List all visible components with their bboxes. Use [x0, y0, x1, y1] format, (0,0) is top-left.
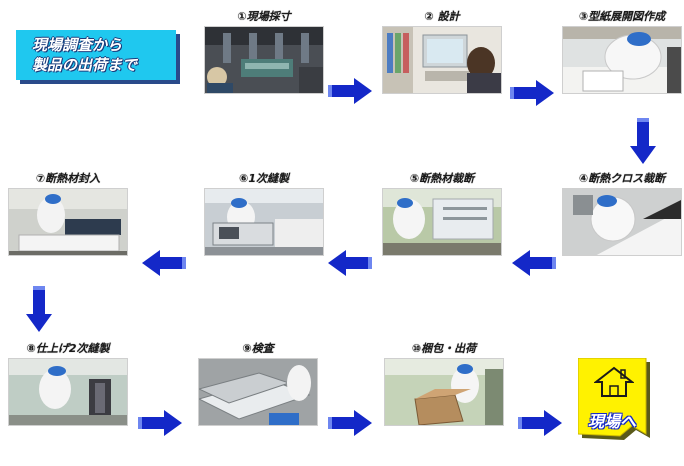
arrow-down-2-icon: [26, 286, 52, 332]
title-line-1: 現場調査から: [32, 36, 123, 54]
arrow-left-3-icon: [142, 250, 186, 276]
step-10-label: ⑩梱包・出荷: [411, 342, 477, 355]
step-8-label: ⑧仕上げ2次縫製: [26, 342, 110, 355]
step-5-label: ⑤断熱材裁断: [409, 172, 475, 185]
arrow-right-2-icon: [510, 80, 554, 106]
title-box: 現場調査から 製品の出荷まで: [16, 30, 176, 80]
step-5-photo: [382, 188, 502, 256]
arrow-left-1-icon: [512, 250, 556, 276]
step-9-label: ⑨検査: [242, 342, 274, 355]
step-3-photo: [562, 26, 682, 94]
arrow-left-2-icon: [328, 250, 372, 276]
step-4-photo: [562, 188, 682, 256]
step-7: ⑦断熱材封入: [8, 170, 128, 256]
step-6-label: ⑥1次縫製: [239, 172, 289, 185]
step-2-label: ② 設計: [424, 10, 460, 23]
arrow-down-1-icon: [630, 118, 656, 164]
house-icon: [594, 366, 634, 397]
step-9-photo: [198, 358, 318, 426]
step-4-label: ④断熱クロス裁断: [578, 172, 666, 185]
step-1-label: ①現場採寸: [237, 10, 291, 23]
step-3-label: ③型紙展開図作成: [578, 10, 666, 23]
destination-label: 現場へ: [587, 412, 636, 431]
destination-card: 現場へ: [578, 358, 652, 442]
step-3: ③型紙展開図作成: [562, 8, 682, 94]
step-2: ② 設計: [382, 8, 502, 94]
step-1-photo: [204, 26, 324, 94]
step-8-photo: [8, 358, 128, 426]
step-6: ⑥1次縫製: [204, 170, 324, 256]
step-6-photo: [204, 188, 324, 256]
arrow-right-4-icon: [328, 410, 372, 436]
step-8: ⑧仕上げ2次縫製: [8, 340, 128, 426]
arrow-right-1-icon: [328, 78, 372, 104]
step-5: ⑤断熱材裁断: [382, 170, 502, 256]
step-9: ⑨検査: [198, 340, 318, 426]
arrow-right-5-icon: [518, 410, 562, 436]
step-10: ⑩梱包・出荷: [384, 340, 504, 426]
step-7-photo: [8, 188, 128, 256]
step-1: ①現場採寸: [204, 8, 324, 94]
title-line-2: 製品の出荷まで: [32, 56, 138, 74]
step-7-label: ⑦断熱材封入: [35, 172, 101, 185]
step-10-photo: [384, 358, 504, 426]
step-4: ④断熱クロス裁断: [562, 170, 682, 256]
arrow-right-3-icon: [138, 410, 182, 436]
step-2-photo: [382, 26, 502, 94]
